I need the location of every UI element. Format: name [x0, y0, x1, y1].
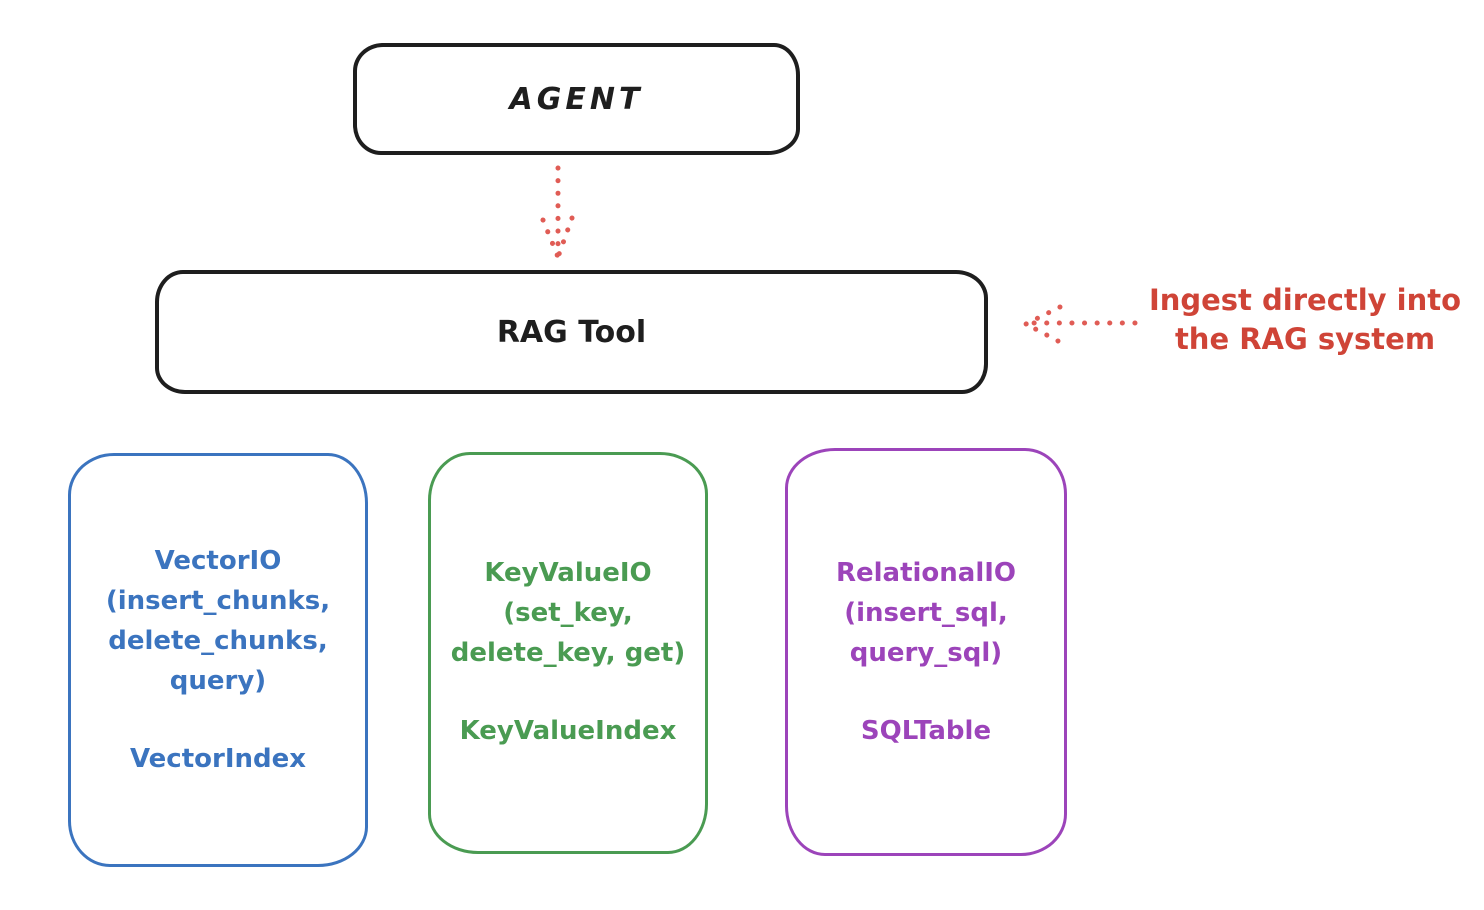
- agent-to-rag-arrow-icon: [540, 165, 575, 260]
- rag-tool-node: RAG Tool: [155, 270, 988, 394]
- vector-io-line-4: query): [169, 666, 267, 696]
- sql-table-label: SQLTable: [860, 716, 992, 746]
- ingest-annotation-line-2: the RAG system: [1174, 322, 1436, 356]
- arrow-head-left: [540, 217, 561, 260]
- key-value-io-line-1: KeyValueIO: [484, 558, 652, 588]
- vector-io-line-1: VectorIO: [154, 546, 282, 576]
- relational-io-line-1: RelationalIO: [835, 558, 1017, 588]
- agent-label: AGENT: [509, 81, 644, 117]
- vector-io-node: VectorIO (insert_chunks, delete_chunks, …: [68, 453, 368, 867]
- ingest-annotation-arrow-icon: [1023, 304, 1138, 344]
- key-value-io-line-3: delete_key, get): [450, 638, 686, 668]
- key-value-index-label: KeyValueIndex: [459, 716, 677, 746]
- ingest-annotation-line-1: Ingest directly into: [1148, 283, 1462, 317]
- relational-io-line-2: (insert_sql,: [844, 598, 1008, 628]
- arrow-head-top: [1023, 304, 1063, 327]
- key-value-io-line-2: (set_key,: [503, 598, 633, 628]
- vector-index-label: VectorIndex: [129, 744, 307, 774]
- rag-tool-label: RAG Tool: [496, 314, 647, 350]
- key-value-io-node: KeyValueIO (set_key, delete_key, get) Ke…: [428, 452, 708, 854]
- agent-node: AGENT: [353, 43, 800, 155]
- relational-io-node: RelationalIO (insert_sql, query_sql) SQL…: [785, 448, 1067, 856]
- vector-io-line-2: (insert_chunks,: [105, 586, 331, 616]
- arrow-head-bottom: [1023, 321, 1061, 344]
- relational-io-line-3: query_sql): [849, 638, 1003, 668]
- vector-io-line-3: delete_chunks,: [108, 626, 328, 656]
- ingest-annotation: Ingest directly into the RAG system: [1130, 281, 1480, 359]
- arrow-head-right: [555, 215, 575, 260]
